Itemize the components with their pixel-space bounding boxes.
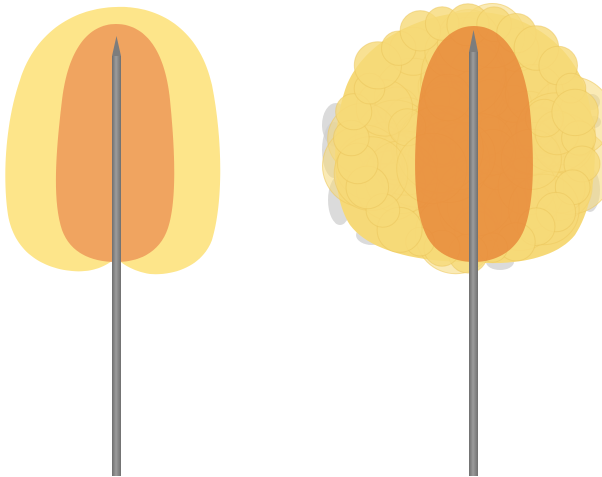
cloud-edge-lobe: [552, 89, 598, 135]
left-probe: [112, 36, 121, 476]
right-panel: [322, 4, 602, 477]
left-panel: [5, 7, 220, 476]
right-probe: [469, 30, 478, 476]
